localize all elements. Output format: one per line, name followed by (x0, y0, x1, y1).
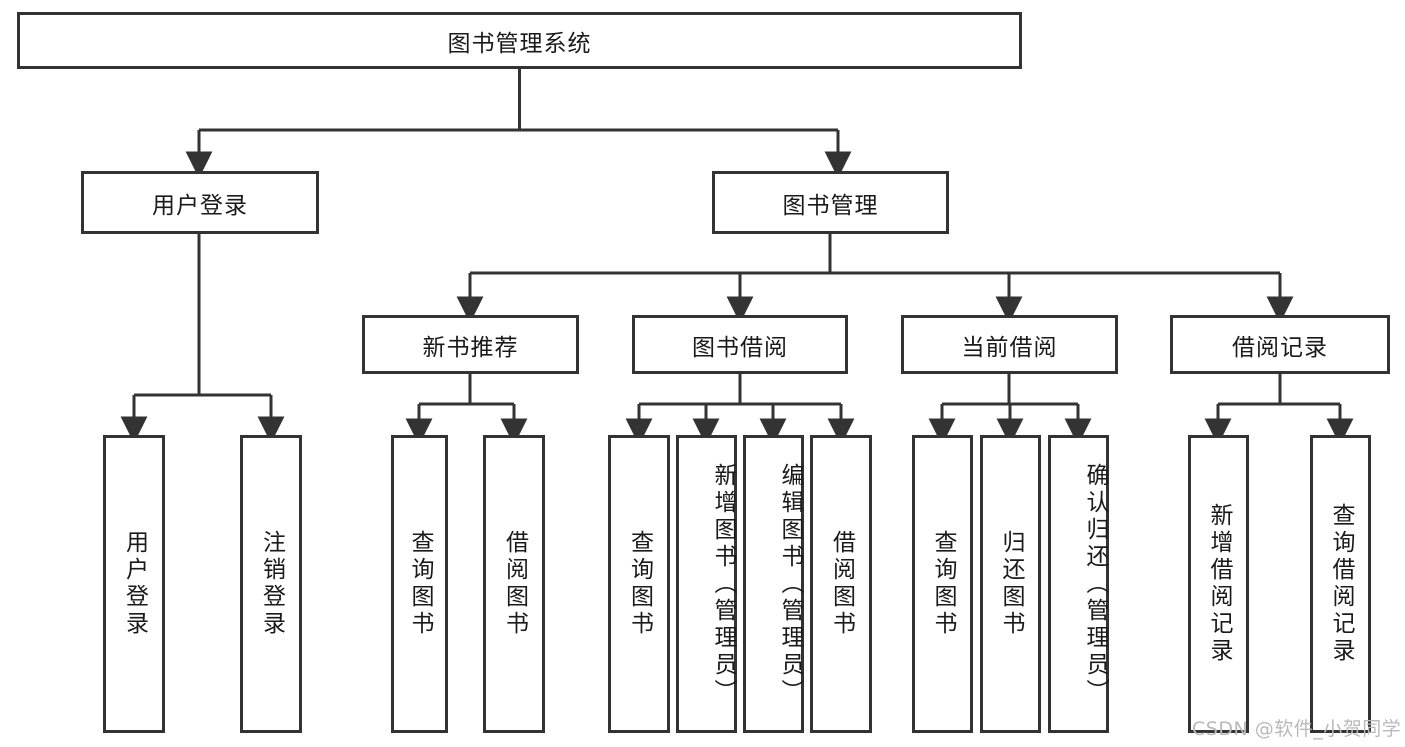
node-new-book-recommend[interactable]: 新书推荐 (362, 315, 579, 374)
node-user-login[interactable]: 用户登录 (81, 171, 319, 234)
leaf-borrow-book-recommend[interactable]: 借阅图书 (483, 435, 545, 733)
leaf-query-book-recommend[interactable]: 查询图书 (391, 435, 448, 733)
leaf-add-borrow-record[interactable]: 新增借阅记录 (1188, 435, 1249, 733)
leaf-query-book-current[interactable]: 查询图书 (912, 435, 973, 733)
leaf-edit-book-admin[interactable]: 编辑图书（管理员） (743, 435, 804, 733)
node-root[interactable]: 图书管理系统 (17, 12, 1022, 69)
leaf-confirm-return-admin[interactable]: 确认归还（管理员） (1048, 435, 1109, 733)
leaf-add-book-admin[interactable]: 新增图书（管理员） (676, 435, 737, 733)
leaf-query-borrow-record[interactable]: 查询借阅记录 (1310, 435, 1371, 733)
node-book-management[interactable]: 图书管理 (712, 171, 949, 234)
node-borrow-record[interactable]: 借阅记录 (1170, 315, 1390, 374)
connector-lines (120, 69, 1354, 446)
node-current-borrow[interactable]: 当前借阅 (901, 315, 1118, 374)
leaf-query-book-borrow[interactable]: 查询图书 (608, 435, 670, 733)
leaf-logout[interactable]: 注销登录 (240, 435, 302, 733)
watermark: CSDN @软件_小贺同学 (1192, 718, 1402, 740)
node-book-borrow[interactable]: 图书借阅 (632, 315, 848, 374)
leaf-return-book[interactable]: 归还图书 (980, 435, 1041, 733)
leaf-user-login[interactable]: 用户登录 (103, 435, 165, 733)
leaf-borrow-book[interactable]: 借阅图书 (810, 435, 872, 733)
